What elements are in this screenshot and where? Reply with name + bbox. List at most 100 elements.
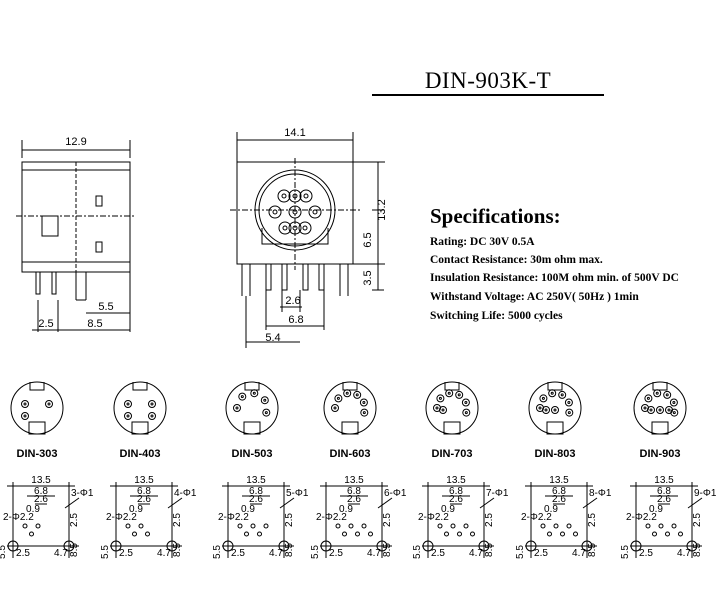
- footprint-center-label: 0.9: [129, 504, 143, 515]
- footprint-mount-hole: [686, 540, 698, 552]
- variant-pin-dot: [672, 401, 676, 404]
- variant-latch: [546, 421, 564, 435]
- footprint-height-a-label: 2.5: [692, 513, 703, 527]
- front-height-label: 13.2: [376, 199, 388, 220]
- footprint-pinhole-label: 5-Φ1: [286, 488, 309, 499]
- footprint-pin-hole: [566, 523, 572, 529]
- variant-pin: [250, 389, 259, 398]
- footprint-pin-hole: [678, 531, 683, 537]
- variant-pin: [558, 390, 567, 399]
- variant-din-903: [633, 381, 687, 435]
- footprint-pitch-a-label: 6.8: [137, 486, 151, 497]
- footprint-bottom-label: 2.5: [534, 548, 548, 559]
- variant-pin-dot: [457, 393, 461, 397]
- footprint-din-803: [525, 482, 598, 558]
- variant-label: DIN-803: [535, 448, 576, 460]
- footprint-pin-hole: [145, 531, 150, 537]
- front-pin-contact: [302, 225, 308, 231]
- front-dim-right-1: 6.5: [362, 232, 374, 247]
- front-pin: [288, 205, 302, 219]
- footprint-din-903: [630, 482, 703, 558]
- footprint-pitch-b-label: 2.6: [249, 494, 263, 505]
- front-pin-contact: [303, 193, 309, 199]
- footprint-center-label: 0.9: [26, 504, 40, 515]
- variant-pin-dot: [126, 402, 130, 406]
- footprint-bottom-label: 2.5: [231, 548, 245, 559]
- variant-pin: [359, 398, 368, 407]
- variant-pin-dot: [567, 401, 571, 404]
- footprint-pin-hole: [335, 523, 341, 529]
- footprint-pin-hole: [361, 523, 367, 529]
- variant-latch: [28, 421, 46, 435]
- footprint-pin-hole: [342, 531, 347, 537]
- variant-key: [547, 382, 563, 391]
- spec-contact-resistance: Contact Resistance: 30m ohm max.: [430, 254, 603, 266]
- footprint-span-label: 13.5: [344, 475, 364, 486]
- footprint-hole-label: 2-Φ2.2: [3, 512, 34, 523]
- footprint-pitch-b-label: 2.6: [657, 494, 671, 505]
- front-pin: [308, 205, 322, 219]
- footprint-pitch-b-label: 2.6: [34, 494, 48, 505]
- footprint-left-label: 5.5: [100, 545, 111, 559]
- variant-key: [29, 382, 45, 391]
- footprint-pin-hole: [257, 531, 262, 537]
- variant-pin-dot: [150, 402, 154, 406]
- footprint-leader: [167, 497, 183, 509]
- footprint-pin-hole: [463, 523, 469, 529]
- footprint-pinhole-label: 9-Φ1: [694, 488, 717, 499]
- footprint-left-label: 5.5: [620, 545, 631, 559]
- variant-pin-dot: [47, 402, 51, 406]
- footprint-pin-hole: [250, 523, 256, 529]
- footprint-height-b-label: 8.5: [587, 543, 598, 557]
- front-view: [230, 132, 385, 348]
- footprint-height-a-label: 2.5: [382, 513, 393, 527]
- front-width-label: 14.1: [284, 127, 305, 139]
- variant-pin: [148, 412, 156, 420]
- footprint-right-label: 4.7: [269, 548, 283, 559]
- front-pin: [278, 221, 292, 235]
- variant-din-703: [425, 381, 479, 435]
- footprint-pin-hole: [125, 523, 131, 529]
- variant-pin-dot: [464, 411, 468, 415]
- footprint-hole-label: 2-Φ2.2: [521, 512, 552, 523]
- footprint-right-label: 4.7: [469, 548, 483, 559]
- footprint-left-label: 5.5: [412, 545, 423, 559]
- footprint-pitch-b-label: 2.6: [449, 494, 463, 505]
- variant-pin: [334, 394, 343, 403]
- variant-pin-dot: [553, 408, 557, 412]
- variant-pin: [238, 392, 247, 401]
- footprint-din-603: [320, 482, 393, 558]
- variant-latch: [131, 421, 149, 435]
- footprint-pitch-a-label: 6.8: [657, 486, 671, 497]
- footprint-pin-hole: [573, 531, 578, 537]
- footprint-din-303: [7, 482, 80, 558]
- footprint-pin-hole: [645, 523, 651, 529]
- title-underline: [372, 94, 604, 96]
- footprint-hole-label: 2-Φ2.2: [106, 512, 137, 523]
- footprint-mount-hole: [7, 540, 19, 552]
- variant-pin-dot: [355, 393, 359, 397]
- footprint-hole-label: 2-Φ2.2: [218, 512, 249, 523]
- footprint-pin-hole: [368, 531, 373, 537]
- variant-din-303: [10, 381, 64, 435]
- variant-pin: [539, 394, 548, 403]
- footprint-pin-hole: [355, 531, 360, 537]
- footprint-right-label: 4.7: [54, 548, 68, 559]
- variant-pin-dot: [235, 406, 239, 410]
- variant-pin-dot: [333, 406, 337, 410]
- variant-pin: [551, 406, 559, 414]
- footprint-left-label: 5.5: [0, 545, 8, 559]
- footprint-right-label: 4.7: [367, 548, 381, 559]
- footprint-din-703: [422, 482, 495, 558]
- variant-pin-dot: [362, 401, 366, 404]
- variant-pin: [565, 408, 574, 417]
- footprint-pin-hole: [132, 531, 137, 537]
- footprint-height-b-label: 8.5: [284, 543, 295, 557]
- variant-label: DIN-503: [232, 448, 273, 460]
- variant-label: DIN-903: [640, 448, 681, 460]
- footprint-pitch-a-label: 6.8: [449, 486, 463, 497]
- variant-pin: [461, 398, 470, 407]
- footprint-right-label: 4.7: [677, 548, 691, 559]
- variant-pin: [21, 400, 29, 408]
- front-pin-contact: [272, 209, 278, 215]
